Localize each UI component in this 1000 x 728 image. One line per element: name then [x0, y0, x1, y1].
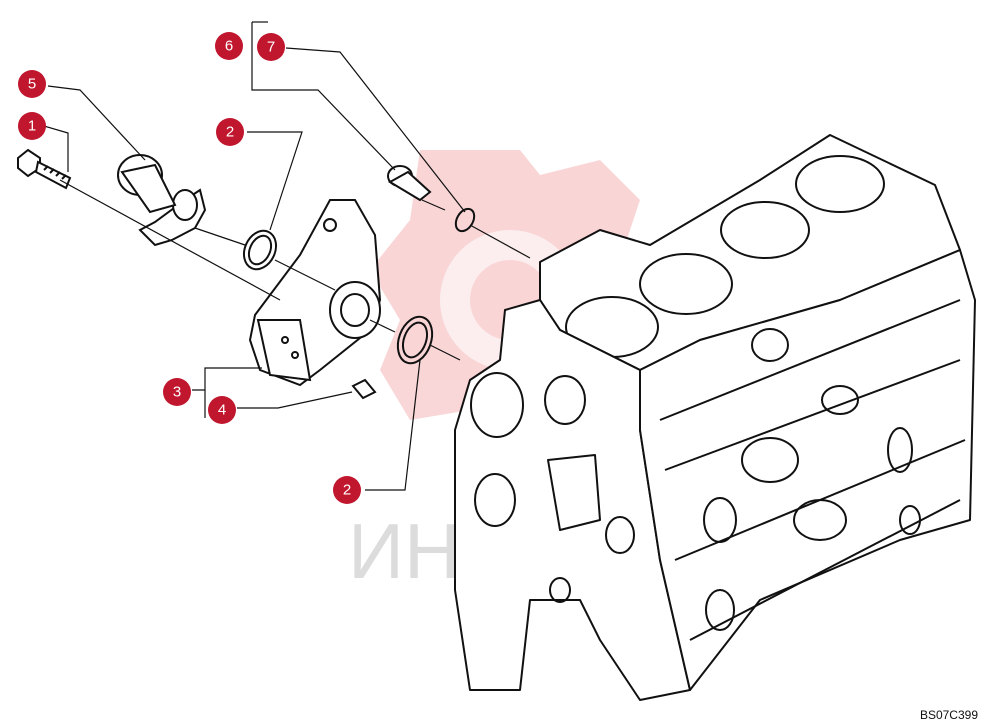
part-flange-pipe — [117, 154, 207, 247]
part-small-oring — [454, 207, 476, 233]
callout-5-label: 5 — [28, 76, 36, 93]
callout-2-upper-label: 2 — [226, 124, 234, 141]
part-pump-housing — [248, 199, 382, 387]
part-plug — [387, 165, 432, 202]
drawing-code: BS07C399 — [919, 708, 978, 722]
callout-1-label: 1 — [28, 118, 36, 135]
part-bolt — [17, 148, 72, 190]
callout-1: 1 — [18, 112, 46, 140]
callout-3-label: 3 — [173, 384, 181, 401]
engine-block — [454, 134, 976, 701]
part-dowel-pin — [351, 378, 377, 400]
callout-2-upper: 2 — [216, 118, 244, 146]
callout-7-label: 7 — [267, 39, 275, 56]
leader-lines — [43, 21, 531, 491]
callout-5: 5 — [18, 70, 46, 98]
callout-2-lower-label: 2 — [343, 482, 351, 499]
callout-6: 6 — [215, 32, 243, 60]
callout-2-lower: 2 — [333, 476, 361, 504]
part-oring-upper — [242, 229, 278, 271]
callout-6-label: 6 — [225, 38, 233, 55]
callout-3: 3 — [163, 378, 191, 406]
callout-7: 7 — [257, 33, 285, 61]
callout-4: 4 — [208, 396, 236, 424]
callout-4-label: 4 — [218, 402, 226, 419]
